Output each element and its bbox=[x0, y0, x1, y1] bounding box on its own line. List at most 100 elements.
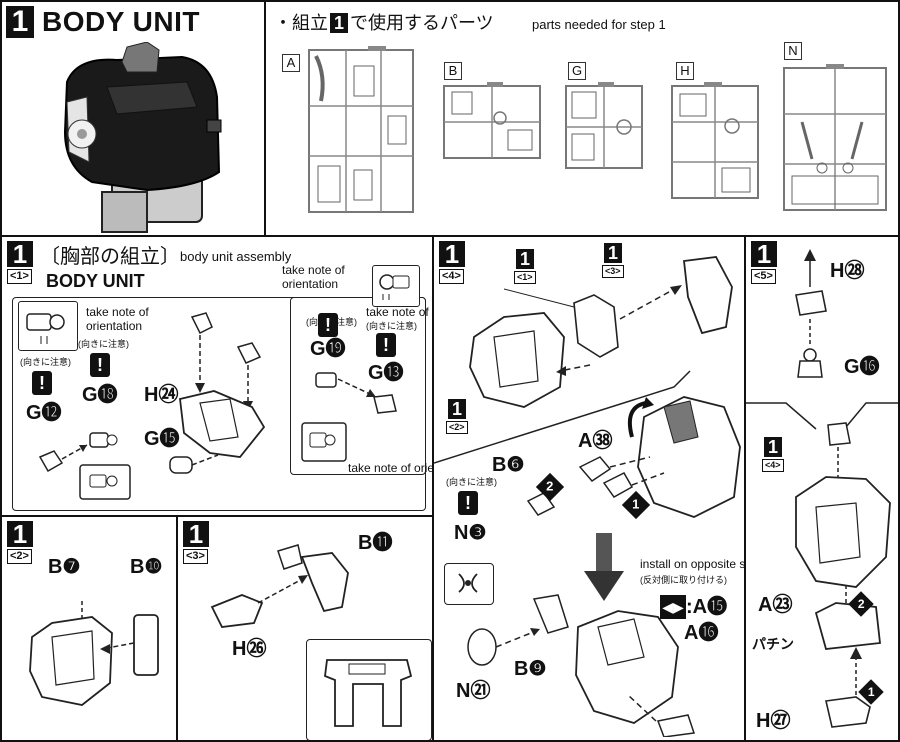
g12-orientation-detail-icon bbox=[26, 313, 65, 344]
n3-detail-icon bbox=[458, 573, 478, 593]
sub5-assembly-diagram bbox=[795, 422, 891, 728]
ref-step-number-3: 1 bbox=[604, 243, 622, 263]
step-1-4-panel: 1 <4> 1 <1> 1 <3> 1 <2> A㊳ B❻ (向きに注意) ! … bbox=[432, 235, 746, 742]
sub4-detail-box bbox=[444, 563, 494, 605]
part-label-b7: B❼ bbox=[48, 556, 81, 578]
sub1-note-jp-right2: (向きに注意) bbox=[366, 321, 417, 331]
runner-label-g: G bbox=[568, 62, 586, 80]
sub3-assembly-diagram bbox=[210, 544, 349, 628]
step-number: 1 bbox=[6, 6, 34, 38]
sub1-title: BODY UNIT bbox=[46, 271, 145, 291]
part-label-g12: G⓬ bbox=[26, 402, 62, 424]
part-label-n3: N❸ bbox=[454, 522, 487, 544]
step-1-2-panel: 1 <2> B❼ B❿ bbox=[0, 515, 178, 742]
part-label-a15-opposite: :A⓯ bbox=[686, 596, 728, 618]
sub-step-index: <2> bbox=[7, 549, 32, 564]
part-label-g18: G⓲ bbox=[82, 384, 118, 406]
runner-label-b: B bbox=[444, 62, 462, 80]
ref-step-index-4: <4> bbox=[762, 459, 784, 472]
sub5-snap-sound: パチン bbox=[752, 636, 794, 652]
runner-g-diagram bbox=[565, 82, 643, 169]
sub-step-number: 1 bbox=[7, 521, 33, 547]
sub-step-number: 1 bbox=[439, 241, 465, 267]
header-product-panel: 1 BODY UNIT bbox=[0, 0, 266, 237]
runner-a-diagram bbox=[308, 46, 414, 213]
part-label-b6: B❻ bbox=[492, 454, 525, 476]
sub4-opposite-en: install on opposite sides bbox=[640, 557, 746, 571]
sub4-opposite-jp: (反対側に取り付ける) bbox=[640, 575, 727, 585]
part-label-b9: B❾ bbox=[514, 658, 547, 680]
parts-heading-en: parts needed for step 1 bbox=[532, 17, 666, 32]
sub-step-number: 1 bbox=[751, 241, 777, 267]
ref-step-number-1: 1 bbox=[516, 249, 534, 269]
step-1-5-panel: 1 <5> H㉘ G⓰ 1 <4> A㉓ 2 パチン 1 H㉗ bbox=[744, 235, 900, 742]
ref-step-index-2: <2> bbox=[446, 421, 468, 434]
sub1-left-parts-diagram bbox=[38, 432, 131, 500]
sub4-top-assembly-diagram bbox=[469, 256, 733, 408]
part-label-a23: A㉓ bbox=[758, 594, 793, 616]
parts-heading-step-box: 1 bbox=[330, 13, 349, 33]
part-label-h24: H㉔ bbox=[144, 384, 179, 406]
part-label-b10: B❿ bbox=[130, 556, 163, 578]
part-label-b11: B⓫ bbox=[358, 532, 393, 554]
sub1-note-jp-left2: (向きに注意) bbox=[78, 339, 129, 349]
warning-icon: ! bbox=[458, 491, 478, 515]
sub2-assembly-diagram bbox=[29, 601, 159, 706]
sub-step-index: <4> bbox=[439, 269, 464, 284]
sub5-top-parts-diagram bbox=[795, 249, 827, 378]
sub1-title-jp: 〔胸部の組立〕 bbox=[40, 246, 180, 268]
sub1-note-left: take note of orientation bbox=[86, 305, 149, 333]
runner-h-diagram bbox=[671, 82, 759, 199]
runner-label-h: H bbox=[676, 62, 694, 80]
sub1-note-right: take note of orientation bbox=[366, 305, 432, 319]
sub4-note-jp: (向きに注意) bbox=[446, 477, 497, 487]
sub1-center-assembly-diagram bbox=[169, 312, 266, 474]
part-label-n21: N㉑ bbox=[456, 680, 491, 702]
warning-icon: ! bbox=[90, 353, 110, 377]
sub1-right-top-box bbox=[372, 265, 420, 307]
sub-step-index: <3> bbox=[183, 549, 208, 564]
ref-step-index-3: <3> bbox=[602, 265, 624, 278]
sub1-note-jp-left1: (向きに注意) bbox=[20, 357, 71, 367]
step-title: BODY UNIT bbox=[42, 6, 200, 37]
ref-step-number-2: 1 bbox=[448, 399, 466, 419]
ref-step-number-4: 1 bbox=[764, 437, 782, 457]
part-label-h28: H㉘ bbox=[830, 260, 865, 282]
sub-step-number: 1 bbox=[7, 241, 33, 267]
sub-step-index: <1> bbox=[7, 269, 32, 284]
sub-step-index: <5> bbox=[751, 269, 776, 284]
part-label-g13: G⓭ bbox=[368, 362, 404, 384]
warning-icon: ! bbox=[376, 333, 396, 357]
sub4-middle-assembly-diagram bbox=[526, 396, 741, 518]
ref-step-index-1: <1> bbox=[514, 271, 536, 284]
body-unit-product-image bbox=[63, 42, 222, 233]
sub4-bottom-assembly-diagram bbox=[467, 594, 695, 737]
part-label-g16: G⓰ bbox=[844, 356, 880, 378]
sub-step-number: 1 bbox=[183, 521, 209, 547]
part-label-g19: G⓳ bbox=[310, 338, 346, 360]
sub3-detail-part-icon bbox=[324, 659, 413, 727]
warning-icon: ! bbox=[318, 313, 338, 337]
sub1-detail-box-top bbox=[18, 301, 78, 351]
step-1-1-panel: 1 <1> 〔胸部の組立〕 body unit assembly BODY UN… bbox=[0, 235, 434, 517]
runner-label-n: N bbox=[784, 42, 802, 60]
part-label-h27: H㉗ bbox=[756, 710, 791, 732]
sub1-note-top-center: take note of orientation bbox=[282, 263, 345, 291]
sub4-divider-line bbox=[434, 370, 691, 464]
sub1-title-en-overlay: body unit assembly bbox=[180, 249, 292, 264]
part-label-a38: A㊳ bbox=[578, 430, 613, 452]
runner-label-a: A bbox=[282, 54, 300, 72]
part-label-a16: A⓰ bbox=[684, 622, 719, 644]
runner-n-diagram bbox=[783, 64, 887, 211]
runner-b-diagram bbox=[443, 82, 541, 159]
sub3-detail-box bbox=[306, 639, 432, 740]
sub1-note-bottom: take note of orientation bbox=[348, 461, 434, 475]
sub4-big-down-arrow bbox=[584, 533, 624, 601]
warning-icon: ! bbox=[32, 371, 52, 395]
step-1-3-panel: 1 <3> B⓫ H㉖ bbox=[176, 515, 434, 742]
part-label-g15: G⓯ bbox=[144, 428, 180, 450]
sub5-divider-line bbox=[746, 402, 898, 430]
sub1-right-parts-diagram bbox=[301, 372, 397, 462]
